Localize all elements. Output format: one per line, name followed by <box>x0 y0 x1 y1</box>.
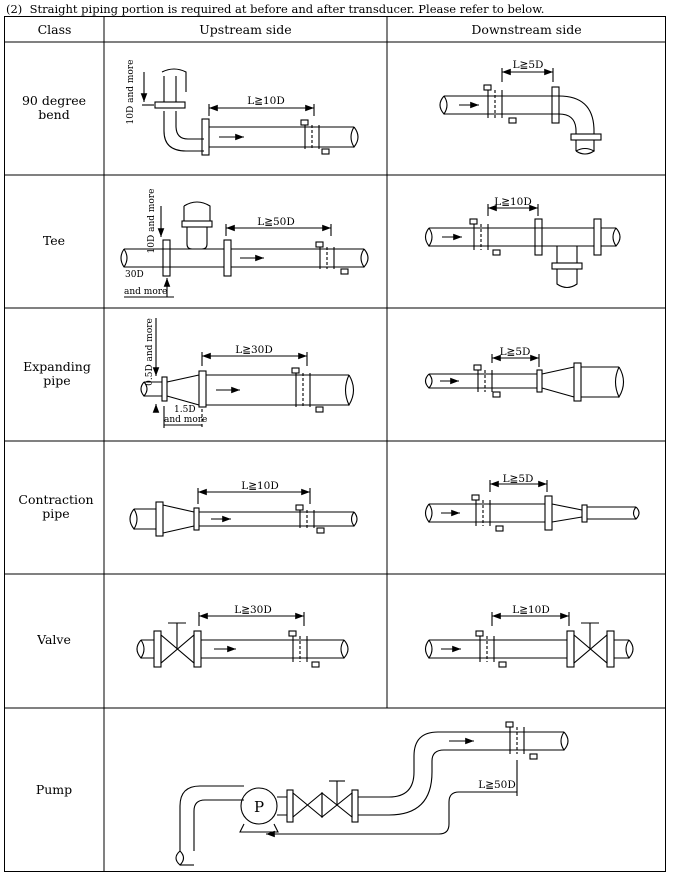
upstream-bend-diagram <box>140 68 359 156</box>
upstream-note-2a: 30D <box>125 270 144 280</box>
downstream-length-label: L≧5D <box>500 346 531 358</box>
upstream-length-label: L≧50D <box>257 216 295 228</box>
downstream-expanding-diagram <box>424 354 625 402</box>
upstream-length-label: L≧30D <box>234 604 272 616</box>
upstream-note: 10D and more <box>147 189 157 254</box>
header-upstream: Upstream side <box>199 22 292 37</box>
downstream-contraction-diagram <box>424 480 640 532</box>
upstream-length-label: L≧10D <box>241 480 279 492</box>
upstream-length-label: L≧10D <box>247 95 285 107</box>
upstream-note: 10D and more <box>126 60 136 125</box>
pump-diagram <box>175 721 569 866</box>
upstream-note-2b: and more <box>124 287 167 297</box>
piping-table: L≧10D 10D and more L≧5D <box>4 16 666 872</box>
downstream-length-label: L≧5D <box>503 473 534 485</box>
pump-symbol: P <box>254 798 264 816</box>
upstream-contraction-diagram <box>129 488 358 537</box>
downstream-tee-diagram <box>424 204 621 289</box>
header-class: Class <box>37 22 72 37</box>
downstream-length-label: L≧10D <box>494 196 532 208</box>
row-label-tee: Tee <box>42 233 66 248</box>
table-border <box>4 16 666 872</box>
section-caption: (2) Straight piping portion is required … <box>6 2 545 16</box>
downstream-bend-diagram <box>439 68 602 155</box>
upstream-length-label: L≧30D <box>235 344 273 356</box>
downstream-length-label: L≧5D <box>513 59 544 71</box>
row-label-expanding-pipe: Expanding pipe <box>23 359 91 388</box>
header-downstream: Downstream side <box>471 22 582 37</box>
row-label-pump: Pump <box>35 782 73 797</box>
upstream-tee-diagram <box>120 201 369 298</box>
upstream-note-2a: 1.5D <box>174 405 196 415</box>
upstream-expanding-diagram <box>140 318 355 428</box>
row-label-contraction-pipe: Contraction pipe <box>18 492 94 521</box>
pump-length-label: L≧50D <box>478 779 516 791</box>
row-label-90-degree-bend: 90 degree bend <box>21 93 87 122</box>
row-label-valve: Valve <box>37 632 71 647</box>
downstream-length-label: L≧10D <box>512 604 550 616</box>
upstream-note: 0.5D and more <box>145 318 155 386</box>
upstream-note-2b: and more <box>164 415 207 425</box>
upstream-valve-diagram <box>136 612 349 668</box>
downstream-valve-diagram <box>424 612 634 668</box>
